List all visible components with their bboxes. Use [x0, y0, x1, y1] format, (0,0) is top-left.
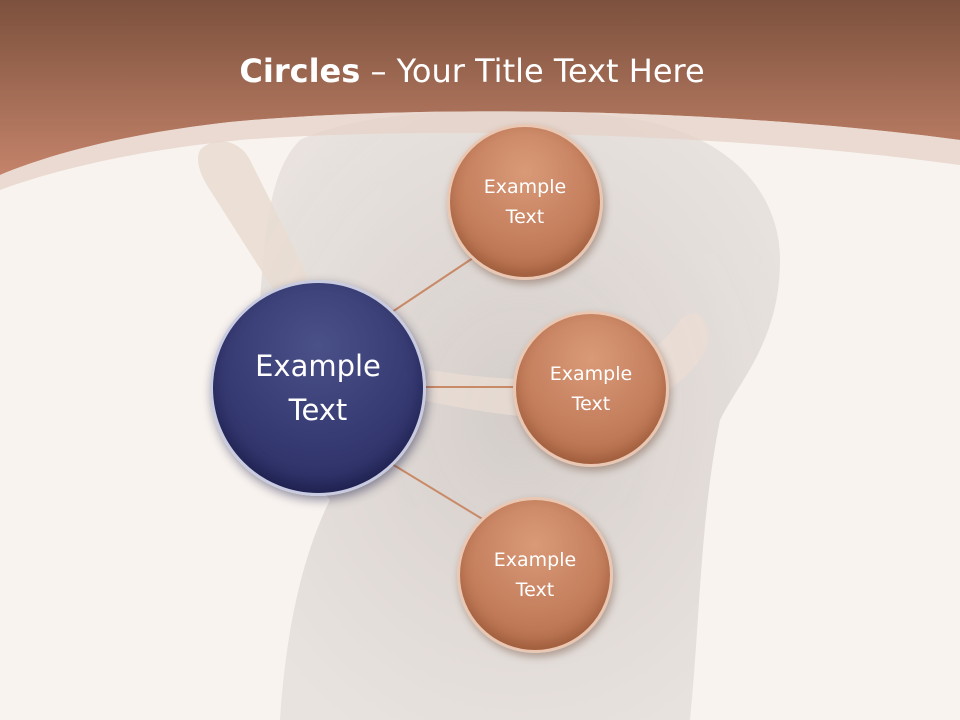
- header-wave: [0, 111, 960, 190]
- outer-circle-label: Example Text: [493, 549, 577, 601]
- center-circle-label: Example Text: [255, 349, 381, 427]
- title-bold: Circles: [239, 52, 361, 90]
- outer-circle-label: Example Text: [483, 176, 567, 228]
- title-separator: –: [370, 52, 387, 90]
- header-band: [0, 0, 960, 175]
- outer-circle-top: Example Text: [447, 124, 603, 280]
- outer-circle-label: Example Text: [549, 363, 633, 415]
- center-circle: Example Text: [210, 280, 426, 496]
- title-rest: Your Title Text Here: [396, 52, 705, 90]
- outer-circle-middle: Example Text: [513, 311, 669, 467]
- slide-title: Circles – Your Title Text Here: [0, 52, 944, 90]
- outer-circle-bottom: Example Text: [457, 497, 613, 653]
- connector-line-bottom: [391, 463, 485, 521]
- connector-line-top: [391, 255, 477, 313]
